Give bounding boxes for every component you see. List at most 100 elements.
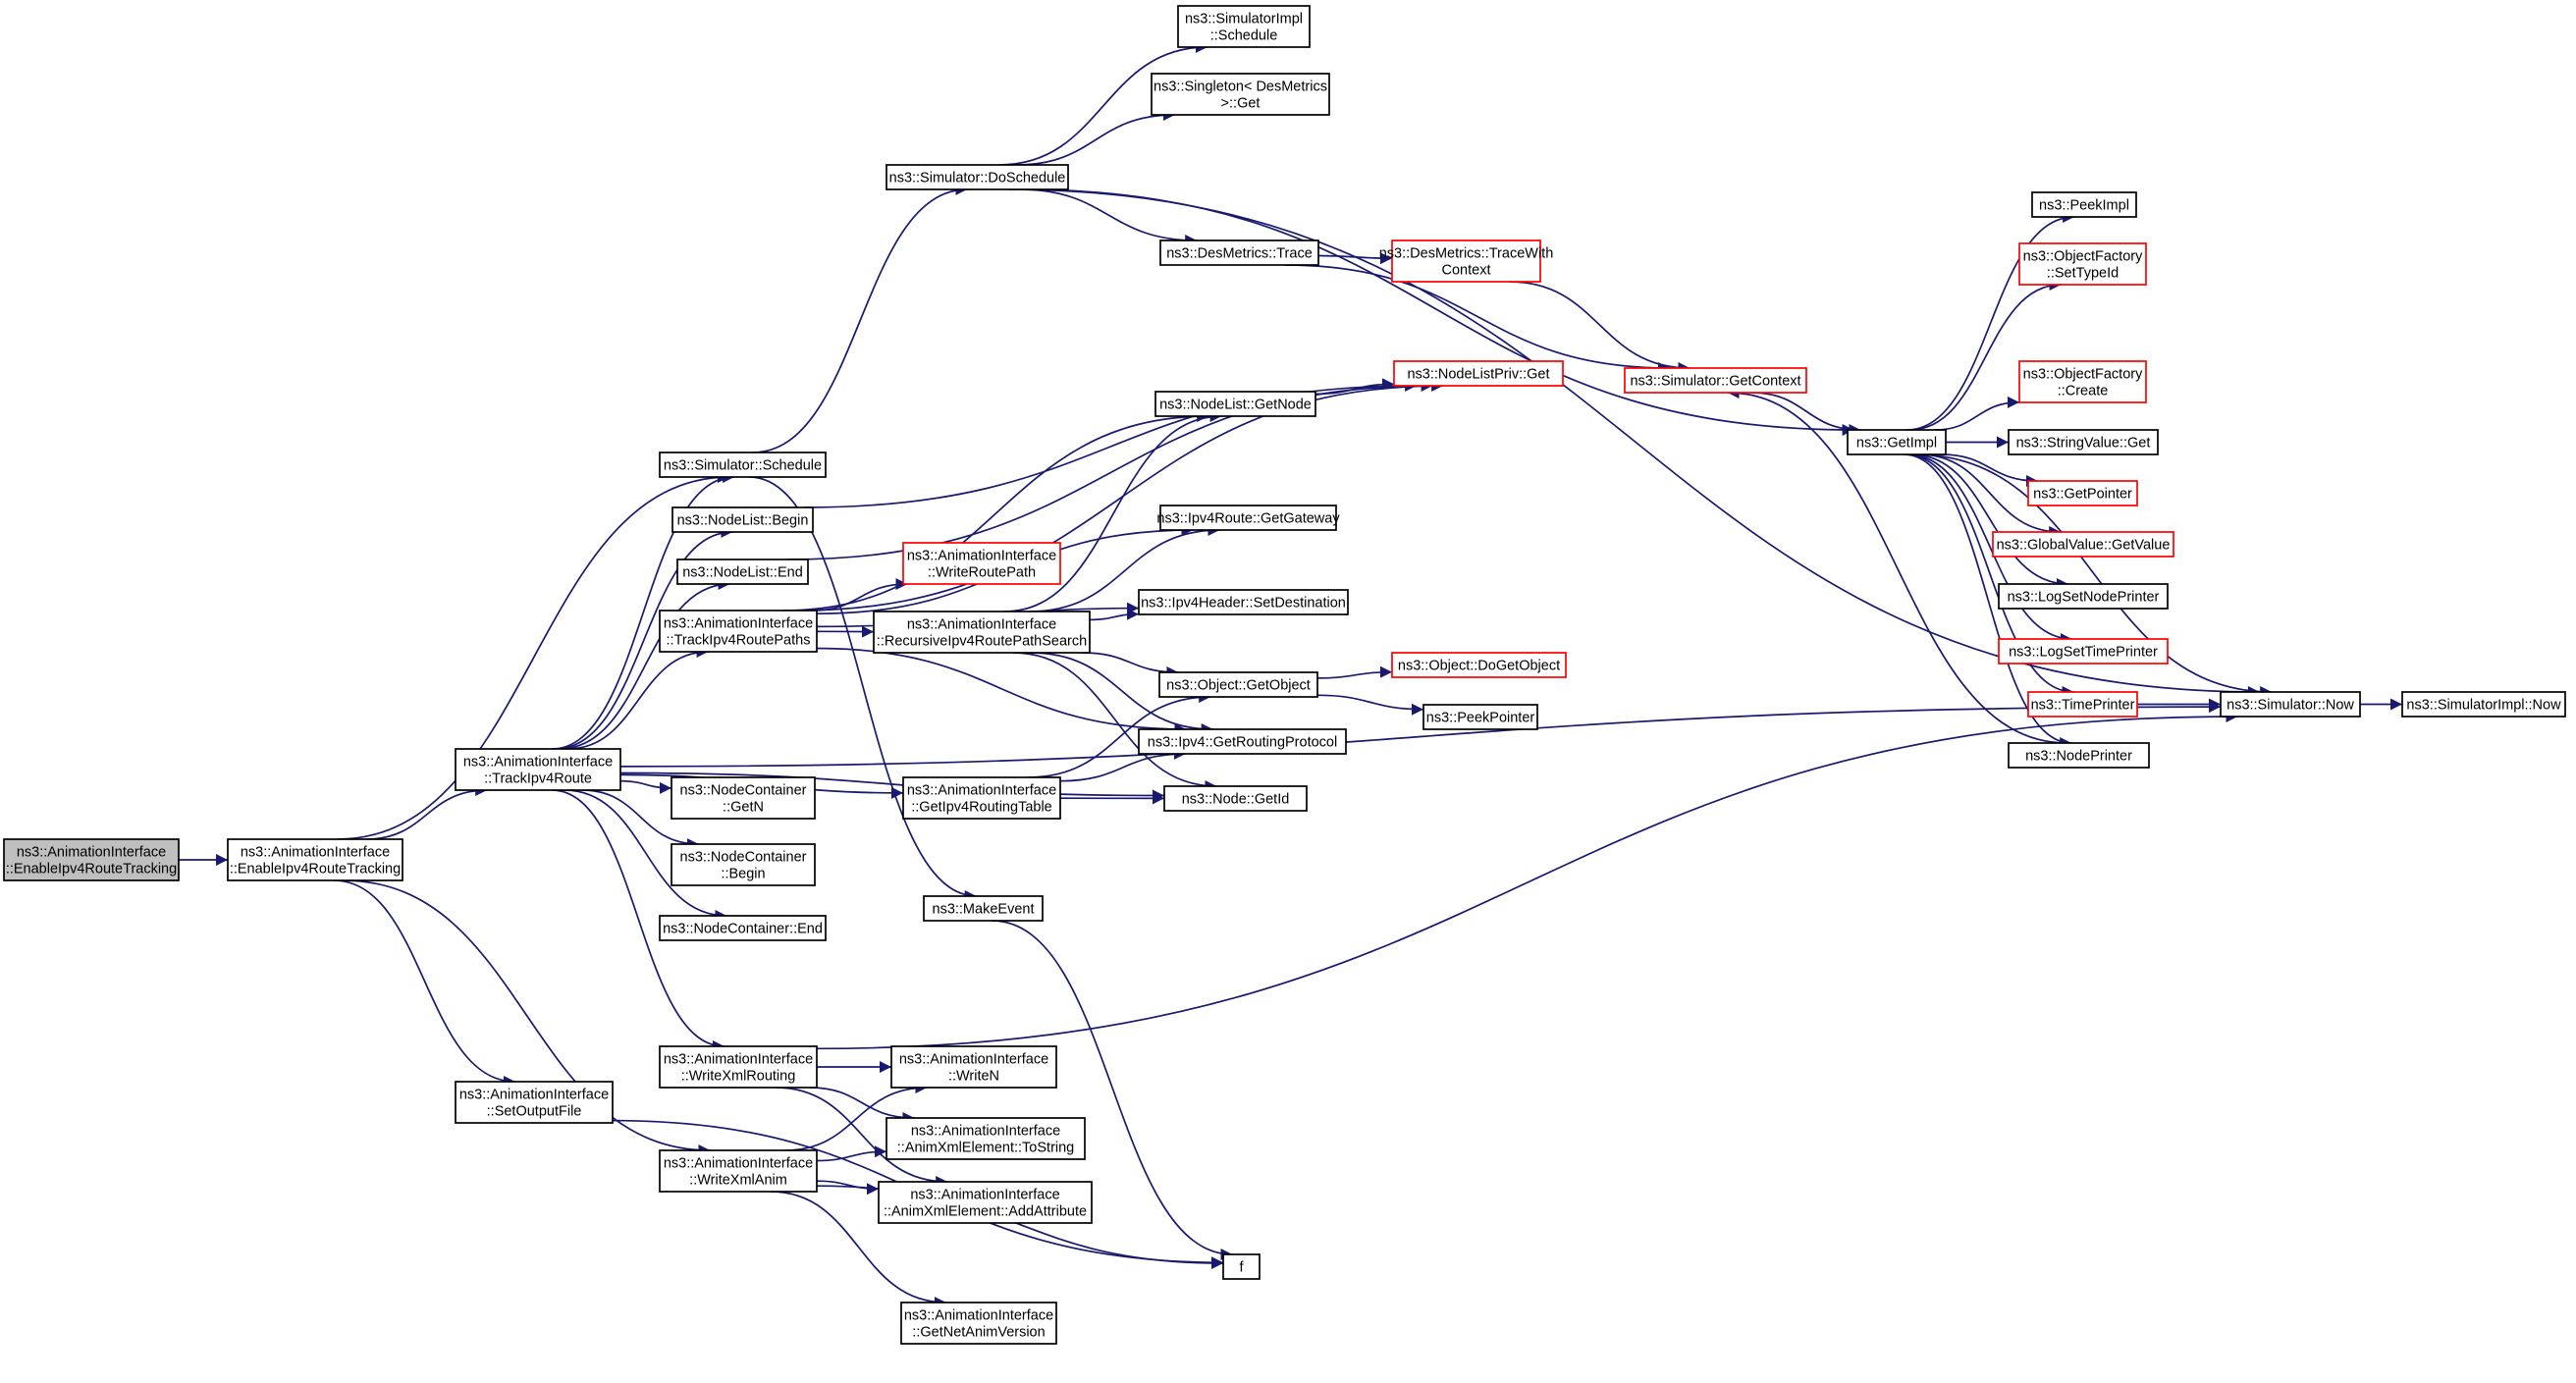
- node-label-line: ns3::NodeContainer: [680, 850, 807, 866]
- function-node-n44[interactable]: ns3::AnimationInterface::RecursiveIpv4Ro…: [873, 611, 1091, 654]
- edge-path: [784, 1082, 928, 1151]
- edge-path: [1059, 748, 1186, 782]
- node-label-line: ns3::Ipv4::GetRoutingProtocol: [1148, 735, 1337, 751]
- function-node-n11[interactable]: ns3::GetImpl: [1847, 429, 1947, 455]
- edge-path: [1019, 188, 1198, 246]
- function-node-n1[interactable]: ns3::AnimationInterface::EnableIpv4Route…: [227, 838, 403, 881]
- node-label-line: ::Create: [2058, 384, 2109, 399]
- function-node-n47[interactable]: ns3::Ipv4::GetRoutingProtocol: [1138, 728, 1347, 755]
- edge-path: [816, 647, 1187, 735]
- function-node-n14[interactable]: ns3::Simulator::GetContext: [1624, 367, 1807, 394]
- node-box: [3, 838, 180, 881]
- function-node-n48[interactable]: ns3::Object::DoGetObject: [1391, 652, 1567, 678]
- function-node-n26[interactable]: f: [1222, 1253, 1261, 1280]
- edge-path: [567, 646, 709, 750]
- node-label-line: ns3::DesMetrics::TraceWith: [1379, 246, 1554, 262]
- function-node-n24[interactable]: ns3::NodePrinter: [2008, 742, 2150, 769]
- function-node-n3[interactable]: ns3::AnimationInterface::SetOutputFile: [455, 1081, 614, 1124]
- edge-path: [787, 380, 1433, 560]
- function-node-n23[interactable]: ns3::TimePrinter: [2027, 691, 2138, 718]
- function-node-n29[interactable]: ns3::AnimationInterface::TrackIpv4RouteP…: [659, 610, 818, 653]
- call-edge-n11-n16: [1909, 279, 2062, 431]
- edge-path: [1316, 694, 1424, 716]
- function-node-n4[interactable]: ns3::AnimationInterface::TrackIpv4Route: [455, 748, 621, 791]
- node-label-line: ns3::AnimationInterface: [910, 1188, 1059, 1203]
- node-label-line: ns3::Node::GetId: [1182, 792, 1290, 808]
- node-label-line: ns3::ObjectFactory: [2023, 367, 2143, 383]
- node-label-line: ::EnableIpv4RouteTracking: [230, 862, 401, 878]
- call-edge-n4-n31: [619, 771, 1165, 802]
- node-label-line: ns3::NodeListPriv::Get: [1407, 367, 1549, 383]
- function-node-n43[interactable]: ns3::AnimationInterface::WriteRoutePath: [902, 542, 1061, 585]
- node-label-line: ns3::Simulator::DoSchedule: [889, 171, 1066, 186]
- node-box: [1393, 360, 1564, 387]
- function-node-n20[interactable]: ns3::GlobalValue::GetValue: [1992, 531, 2174, 558]
- node-box: [671, 776, 816, 820]
- function-node-n41[interactable]: ns3::NodeList::GetNode: [1154, 391, 1316, 417]
- function-node-n40[interactable]: ns3::NodeListPriv::Get: [1393, 360, 1564, 387]
- function-node-n27[interactable]: ns3::NodeList::Begin: [671, 506, 814, 533]
- node-box: [878, 1181, 1093, 1224]
- function-node-n7[interactable]: ns3::MakeEvent: [923, 895, 1044, 922]
- node-label-line: ns3::Object::DoGetObject: [1398, 659, 1560, 674]
- call-edge-n5-n37: [816, 1145, 887, 1162]
- function-node-n36[interactable]: ns3::AnimationInterface::WriteN: [890, 1045, 1057, 1089]
- function-node-n38[interactable]: ns3::AnimationInterface::AnimXmlElement:…: [878, 1181, 1093, 1224]
- function-node-n12[interactable]: ns3::Simulator::Now: [2220, 691, 2361, 718]
- edge-path: [559, 578, 730, 750]
- node-box: [2018, 242, 2147, 286]
- function-node-n39[interactable]: ns3::AnimationInterface::GetNetAnimVersi…: [900, 1302, 1057, 1345]
- node-label-line: ::AnimXmlElement::ToString: [897, 1141, 1075, 1156]
- call-edge-n30-n47: [1059, 748, 1186, 782]
- function-node-n10[interactable]: ns3::DesMetrics::Trace: [1159, 239, 1319, 266]
- node-box: [2031, 191, 2137, 218]
- function-node-n17[interactable]: ns3::ObjectFactory::Create: [2018, 360, 2147, 403]
- node-label-line: ns3::SimulatorImpl::Now: [2406, 698, 2561, 714]
- function-node-n6[interactable]: ns3::Simulator::DoSchedule: [886, 164, 1069, 190]
- edge-path: [555, 526, 733, 750]
- node-label-line: ns3::DesMetrics::Trace: [1166, 246, 1313, 262]
- function-node-n21[interactable]: ns3::LogSetNodePrinter: [1998, 583, 2169, 610]
- node-label-line: ::TrackIpv4Route: [484, 771, 592, 787]
- node-box: [1151, 73, 1330, 116]
- function-node-n22[interactable]: ns3::LogSetTimePrinter: [1998, 638, 2169, 665]
- edge-path: [782, 410, 1209, 612]
- function-node-n37[interactable]: ns3::AnimationInterface::AnimXmlElement:…: [886, 1117, 1086, 1160]
- function-node-n25[interactable]: ns3::SimulatorImpl::Now: [2401, 691, 2566, 718]
- function-node-n19[interactable]: ns3::GetPointer: [2027, 480, 2138, 506]
- call-edge-n2-n6: [752, 184, 968, 453]
- node-label-line: ns3::AnimationInterface: [899, 1052, 1048, 1068]
- edge-path: [564, 789, 727, 922]
- node-label-line: ns3::NodeList::GetNode: [1159, 398, 1312, 413]
- node-label-line: ns3::Object::GetObject: [1166, 678, 1311, 694]
- function-node-n5[interactable]: ns3::AnimationInterface::WriteXmlAnim: [659, 1149, 818, 1193]
- function-node-n8[interactable]: ns3::SimulatorImpl::Schedule: [1177, 5, 1311, 48]
- function-node-n46[interactable]: ns3::Object::GetObject: [1158, 671, 1318, 698]
- node-box: [1847, 429, 1947, 455]
- edge-path: [1904, 453, 2072, 749]
- function-node-n2[interactable]: ns3::Simulator::Schedule: [659, 452, 827, 478]
- edge-path: [1012, 652, 1217, 792]
- function-node-n35[interactable]: ns3::AnimationInterface::WriteXmlRouting: [659, 1045, 818, 1089]
- call-edge-n4-n34: [564, 789, 727, 922]
- function-node-n30[interactable]: ns3::AnimationInterface::GetIpv4RoutingT…: [902, 776, 1061, 820]
- function-node-n49[interactable]: ns3::PeekPointer: [1422, 704, 1538, 730]
- function-node-n18[interactable]: ns3::StringValue::Get: [2008, 429, 2159, 455]
- edge-path: [337, 471, 730, 840]
- function-node-n28[interactable]: ns3::NodeList::End: [676, 559, 809, 585]
- node-box: [1163, 785, 1308, 812]
- function-node-n9[interactable]: ns3::Singleton< DesMetrics >::Get: [1151, 73, 1330, 116]
- function-node-n16[interactable]: ns3::ObjectFactory::SetTypeId: [2018, 242, 2147, 286]
- function-node-n32[interactable]: ns3::NodeContainer::GetN: [671, 776, 816, 820]
- function-node-n33[interactable]: ns3::NodeContainer::Begin: [671, 843, 816, 886]
- function-node-n45[interactable]: ns3::Ipv4Header::SetDestination: [1138, 589, 1349, 615]
- node-box: [1998, 583, 2169, 610]
- function-node-n42[interactable]: ns3::Ipv4Route::GetGateway: [1156, 505, 1340, 531]
- node-label-line: ns3::Ipv4Header::SetDestination: [1141, 596, 1346, 612]
- function-node-n31[interactable]: ns3::Node::GetId: [1163, 785, 1308, 812]
- function-node-n34[interactable]: ns3::NodeContainer::End: [659, 915, 827, 941]
- function-node-n0[interactable]: ns3::AnimationInterface::EnableIpv4Route…: [3, 838, 180, 881]
- function-node-n15[interactable]: ns3::PeekImpl: [2031, 191, 2137, 218]
- edge-path: [1918, 453, 2062, 538]
